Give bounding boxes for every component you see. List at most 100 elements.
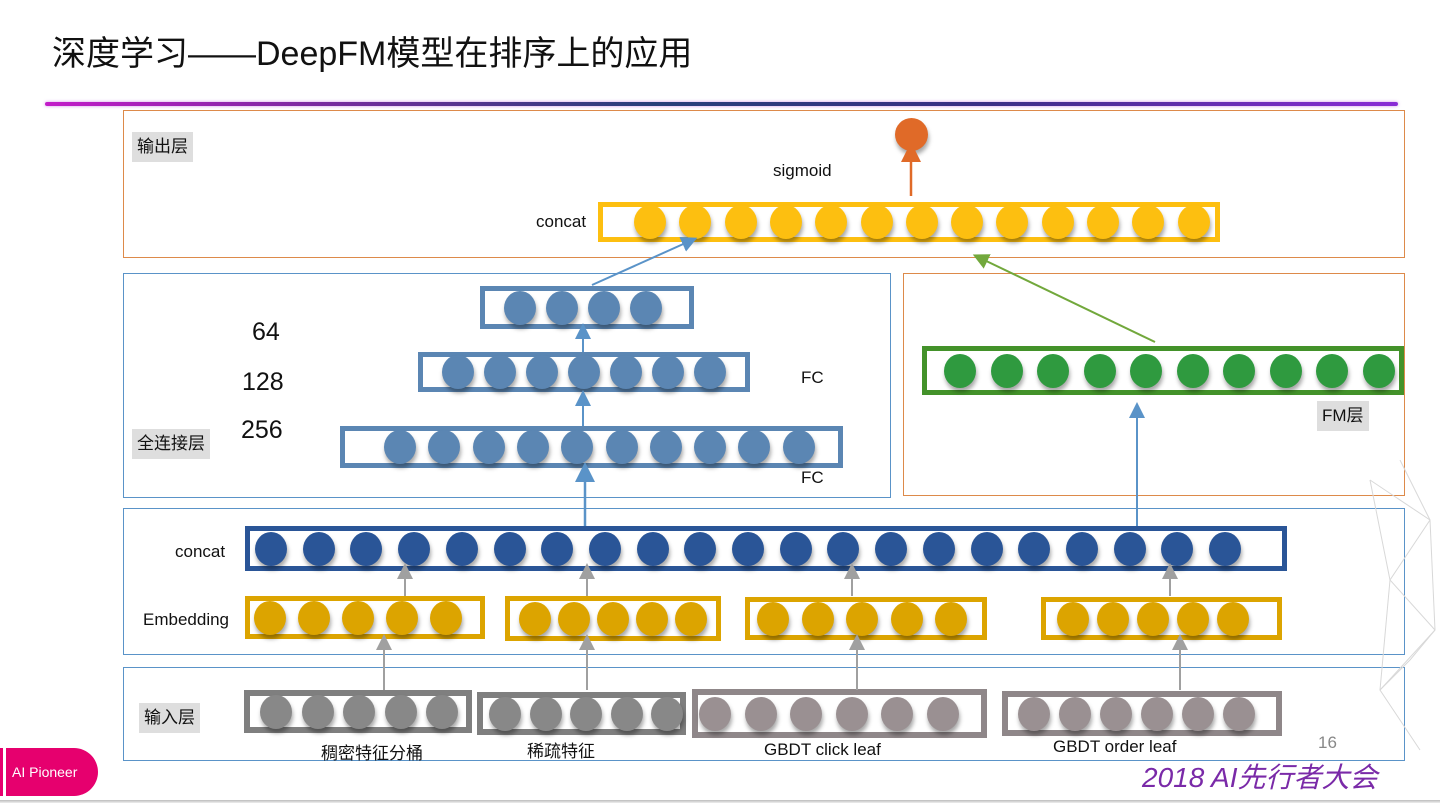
unit-circle xyxy=(516,430,549,464)
unit-circle xyxy=(1137,601,1169,636)
unit-circle xyxy=(1161,531,1194,566)
unit-circle xyxy=(605,430,638,464)
unit-circle xyxy=(951,205,984,239)
unit-circle xyxy=(1113,531,1146,566)
unit-circle xyxy=(636,531,669,566)
unit-circle xyxy=(634,205,666,239)
unit-circle xyxy=(343,694,375,729)
unit-circle xyxy=(732,531,764,566)
unit-circle xyxy=(970,531,1003,566)
unit-circle xyxy=(738,430,771,464)
fc-layer-tag: 全连接层 xyxy=(132,429,210,459)
unit-circle xyxy=(519,601,551,636)
unit-circle xyxy=(489,696,521,731)
title-divider xyxy=(45,102,1398,106)
unit-circle xyxy=(1316,353,1348,388)
unit-circle xyxy=(990,353,1023,388)
ai-pioneer-logo: AI Pioneer xyxy=(6,748,98,796)
output-layer-tag: 输出层 xyxy=(132,132,193,162)
unit-circle xyxy=(724,205,757,239)
unit-circle xyxy=(561,430,594,464)
unit-circle xyxy=(504,290,536,325)
unit-circle xyxy=(922,531,955,566)
unit-circle xyxy=(568,355,600,389)
unit-circle xyxy=(1176,353,1209,388)
unit-circle xyxy=(588,290,620,325)
unit-circle xyxy=(1057,601,1089,636)
fc-size-128: 128 xyxy=(242,368,284,396)
unit-circle xyxy=(1130,353,1162,388)
output-concat-label: concat xyxy=(536,212,587,231)
unit-circle xyxy=(815,205,848,239)
unit-circle xyxy=(430,600,462,635)
unit-circle xyxy=(1059,696,1091,731)
unit-circle xyxy=(636,601,668,636)
input-group-label-dense: 稠密特征分桶 xyxy=(321,744,423,763)
unit-circle xyxy=(1362,353,1395,388)
fc-label-lower: FC xyxy=(801,468,824,487)
unit-circle xyxy=(835,696,868,731)
unit-circle xyxy=(597,601,629,636)
unit-circle xyxy=(298,600,330,635)
unit-circle xyxy=(652,355,684,389)
unit-circle xyxy=(350,531,383,566)
input-group-label-sparse: 稀疏特征 xyxy=(527,742,595,761)
unit-circle xyxy=(426,694,458,729)
unit-circle xyxy=(342,600,374,635)
output-layer-panel xyxy=(123,110,1405,258)
unit-circle xyxy=(546,290,578,325)
unit-circle xyxy=(757,601,789,636)
unit-circle xyxy=(694,430,727,464)
unit-circle xyxy=(935,601,967,636)
unit-circle xyxy=(881,696,914,731)
unit-circle xyxy=(541,531,574,566)
fm-layer-tag: FM层 xyxy=(1317,401,1369,431)
unit-circle xyxy=(890,601,923,636)
unit-circle xyxy=(801,601,834,636)
sigmoid-label: sigmoid xyxy=(773,161,832,180)
unit-circle xyxy=(255,531,287,566)
unit-circle xyxy=(1132,205,1165,239)
unit-circle xyxy=(651,696,683,731)
unit-circle xyxy=(570,696,602,731)
embedding-label: Embedding xyxy=(143,610,230,629)
unit-circle xyxy=(996,205,1029,239)
unit-circle xyxy=(744,696,777,731)
unit-circle xyxy=(790,696,823,731)
unit-circle xyxy=(529,696,562,731)
unit-circle xyxy=(1100,696,1132,731)
unit-circle xyxy=(827,531,860,566)
arrow-fm-to-concat xyxy=(972,254,1156,343)
unit-circle xyxy=(1217,601,1249,636)
unit-circle xyxy=(1141,696,1173,731)
unit-circle xyxy=(1018,696,1050,731)
unit-circle xyxy=(927,696,959,731)
input-group-label-gbdt-click: GBDT click leaf xyxy=(764,740,881,759)
unit-circle xyxy=(1083,353,1116,388)
arrow-fc64-to-concat xyxy=(591,236,698,286)
fm-layer-panel xyxy=(903,273,1405,496)
unit-circle xyxy=(484,355,516,389)
unit-circle xyxy=(472,430,505,464)
unit-circle xyxy=(1182,696,1214,731)
page-number: 16 xyxy=(1318,733,1337,752)
unit-circle xyxy=(699,696,731,731)
unit-circle xyxy=(1223,696,1255,731)
unit-circle xyxy=(1065,531,1098,566)
logo-accent-bar xyxy=(0,748,3,796)
unit-circle xyxy=(398,531,431,566)
fc-label-upper: FC xyxy=(801,368,824,387)
unit-circle xyxy=(386,600,418,635)
unit-circle xyxy=(526,355,558,389)
unit-circle xyxy=(260,694,292,729)
unit-circle xyxy=(769,205,802,239)
unit-circle xyxy=(630,290,662,325)
unit-circle xyxy=(675,601,707,636)
unit-circle xyxy=(1269,353,1302,388)
unit-circle xyxy=(860,205,893,239)
unit-circle xyxy=(1209,531,1241,566)
unit-circle xyxy=(1177,601,1209,636)
fc-size-256: 256 xyxy=(241,416,283,444)
unit-circle xyxy=(905,205,938,239)
unit-circle xyxy=(428,430,461,464)
